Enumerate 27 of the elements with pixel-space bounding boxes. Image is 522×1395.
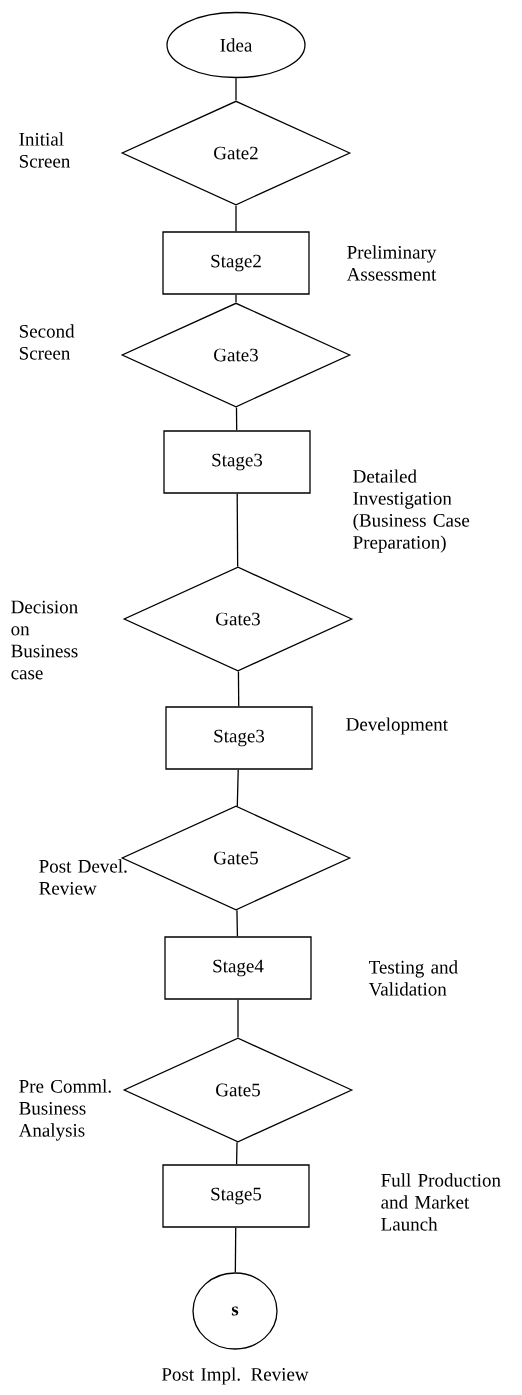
connector-line: [234, 1227, 237, 1273]
connector-line: [235, 294, 237, 303]
connector-line: [235, 77, 237, 102]
connector-line: [236, 769, 239, 807]
connector-line: [235, 1141, 238, 1165]
process-box: Stage5: [162, 1164, 310, 1228]
process-box: Stage3: [165, 706, 313, 770]
side-label: Full Production and Market Launch: [381, 1173, 501, 1231]
process-box: Stage3: [163, 430, 311, 494]
connector-line: [235, 406, 238, 431]
connector-line: [237, 999, 239, 1038]
side-label: Development: [346, 717, 448, 735]
process-box: Stage4: [164, 936, 312, 1000]
connector-line: [236, 493, 239, 568]
side-label: Post Impl. Review: [161, 1367, 309, 1385]
side-label: Preliminary Assessment: [346, 245, 437, 281]
side-label: Initial Screen: [19, 132, 71, 168]
connector-line: [237, 670, 240, 707]
side-label: Second Screen: [19, 324, 75, 360]
connector-line: [236, 909, 239, 937]
side-label: Post Devel. Review: [39, 859, 127, 895]
side-label: Detailed Investigation (Business Case Preparation): [353, 469, 470, 553]
side-label: Pre Comml. Business Analysis: [18, 1079, 111, 1141]
side-label: Decision on Business case: [11, 600, 78, 680]
side-label: Testing and Validation: [368, 960, 458, 996]
connector-line: [235, 205, 237, 232]
process-box: Stage2: [162, 231, 310, 295]
